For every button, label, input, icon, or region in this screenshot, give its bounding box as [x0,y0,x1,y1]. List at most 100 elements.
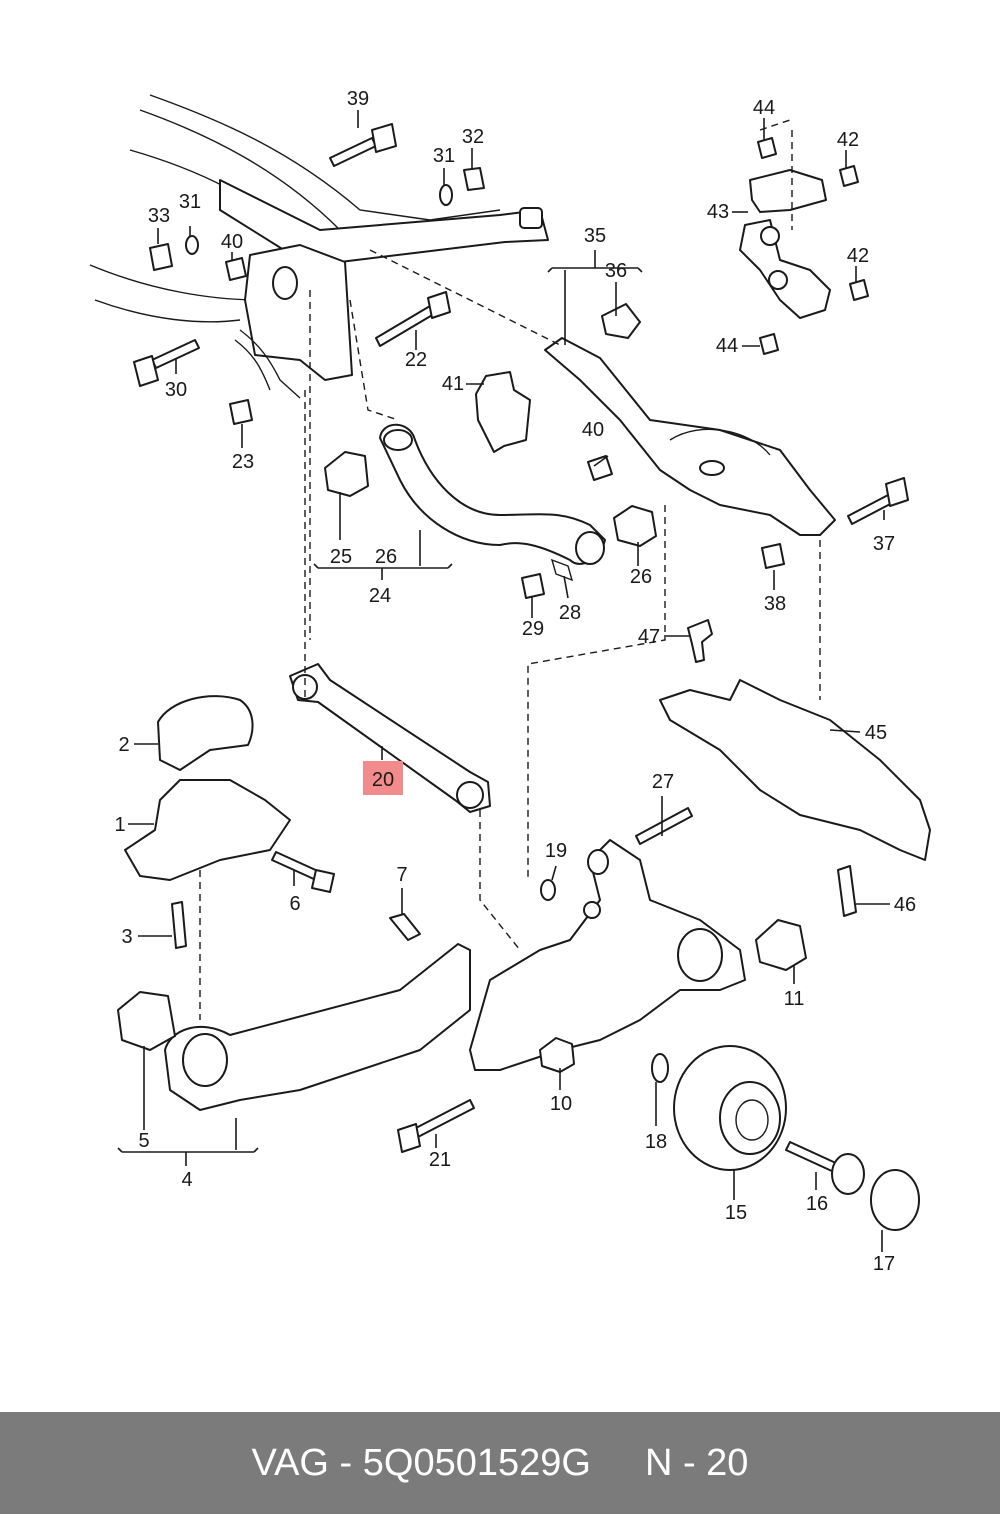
callout-4: 4 [181,1169,192,1191]
callout-31: 31 [179,191,201,213]
callout-44: 44 [716,335,738,357]
washer-19 [540,879,556,901]
callout-18: 18 [645,1131,667,1153]
bush-40-upper [225,257,247,281]
bolt-46 [837,865,857,917]
bolt-6 [271,851,335,893]
callout-37: 37 [873,533,895,555]
callout-5: 5 [138,1130,149,1152]
link-20 [289,663,491,813]
callout-2: 2 [118,734,129,756]
part-number-banner: VAG - 5Q0501529G N - 20 [0,1412,1000,1514]
callout-30: 30 [165,379,187,401]
mount-1 [124,779,291,881]
callout-26: 26 [375,546,397,568]
part-number: 5Q0501529G [362,1441,591,1484]
bush-5 [117,991,176,1051]
washer-31-right [439,184,453,206]
callout-7: 7 [396,864,407,886]
position-label: N - 20 [644,1441,749,1484]
plate-28 [550,558,574,582]
callout-42: 42 [847,245,869,267]
subframe [89,94,549,399]
clip-47 [687,619,713,663]
callout-25: 25 [330,546,352,568]
hub-bolt-16 [785,1141,865,1195]
nut-33 [149,243,173,271]
brand-label: VAG [251,1441,329,1484]
bolt-3 [171,901,187,949]
cap-17 [870,1169,920,1231]
callout-22: 22 [405,349,427,371]
callout-23: 23 [232,451,254,473]
bolt-44-top [757,137,777,159]
level-sensor-43 [739,169,831,319]
callout-46: 46 [894,894,916,916]
nut-32 [463,167,485,191]
callout-3: 3 [121,926,132,948]
bush-26-right [613,505,657,547]
callout-35: 35 [584,225,606,247]
bolt-22 [375,291,451,347]
bolt-44-bottom [759,333,779,355]
callout-40: 40 [221,231,243,253]
wheel-hub-15 [673,1045,787,1171]
callout-6: 6 [289,893,300,915]
callout-19: 19 [545,840,567,862]
nut-29 [521,573,545,599]
bush-40-lower [587,455,613,481]
callout-45: 45 [865,722,887,744]
parts-diagram: 39 32 31 31 33 40 30 22 23 41 35 36 44 4… [89,88,931,1275]
callout-11: 11 [784,988,805,1010]
trailing-arm-4 [164,943,471,1111]
callout-24: 24 [369,585,391,607]
upper-arm-35 [544,337,836,536]
callouts: 39 32 31 31 33 40 30 22 23 41 35 36 44 4… [114,88,916,1275]
callout-39: 39 [347,88,369,110]
callout-15: 15 [725,1202,747,1224]
callout-38: 38 [764,593,786,615]
highlight-box [363,761,403,795]
nut-23 [229,399,253,425]
bolt-42-bottom [849,279,869,301]
callout-28: 28 [559,602,581,624]
bolt-21 [397,1099,475,1153]
callout-26: 26 [630,566,652,588]
bolt-42-top [839,165,859,187]
washer-18 [651,1053,669,1083]
bush-10 [539,1037,575,1073]
callout-16: 16 [806,1193,828,1215]
callout-32: 32 [462,126,484,148]
bracket-41 [475,371,531,453]
bush-25 [324,451,369,497]
callout-10: 10 [550,1093,572,1115]
separator: - [328,1441,363,1484]
callout-44: 44 [753,97,775,119]
callout-31: 31 [433,145,455,167]
callout-33: 33 [148,205,170,227]
wheel-carrier [469,839,746,1071]
nut-38 [761,543,785,569]
heat-shield-45 [659,679,931,861]
callout-41: 41 [442,373,464,395]
bolt-7 [389,913,421,941]
bolt-27 [635,807,693,845]
callout-20: 20 [372,769,394,791]
bolt-30 [133,339,200,387]
bolt-39 [329,123,397,167]
bolt-37 [847,477,909,525]
arm-24 [379,423,606,565]
bush-11 [755,919,807,971]
washer-31-left [185,235,199,255]
assembly-lines [199,119,821,1020]
callout-40: 40 [582,419,604,441]
bushing-2 [157,695,254,771]
callout-47: 47 [638,626,660,648]
callout-36: 36 [605,260,627,282]
callout-29: 29 [522,618,544,640]
leader-lines [117,110,890,1252]
callout-43: 43 [707,201,729,223]
callout-21: 21 [429,1149,451,1171]
bush-36 [601,303,641,339]
callout-42: 42 [837,129,859,151]
